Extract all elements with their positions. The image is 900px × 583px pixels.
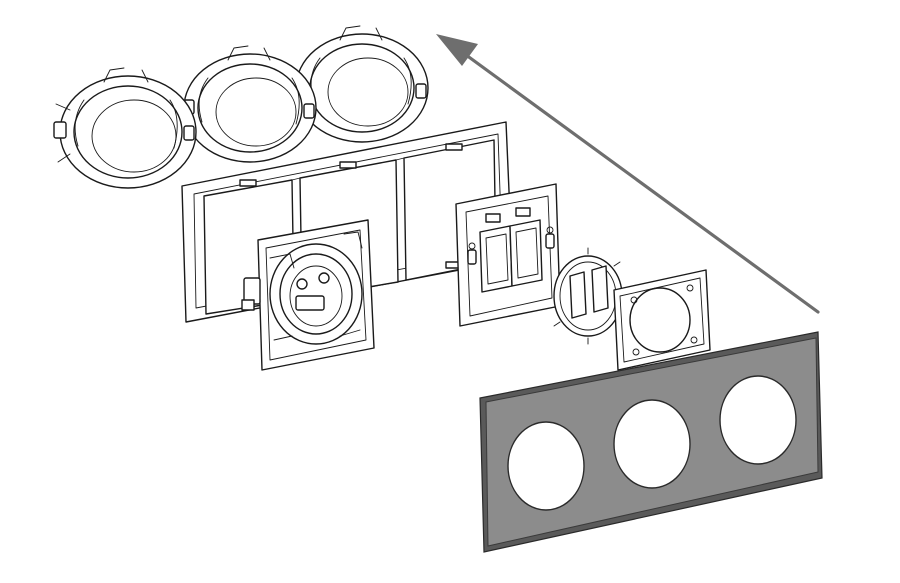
flush-mounting-box-3 <box>295 25 429 143</box>
assembly-arrow-shaft <box>460 50 820 314</box>
cover-frame-opening-1 <box>507 421 585 511</box>
triple-cover-frame <box>479 331 823 553</box>
socket-insert <box>241 219 375 371</box>
flush-mounting-box-2 <box>183 45 317 163</box>
double-switch-insert <box>455 183 561 327</box>
cover-frame-opening-3 <box>719 375 797 465</box>
socket-centre-plate <box>613 269 711 371</box>
assembly-arrow <box>436 34 820 314</box>
switch-rocker-cover <box>553 247 623 345</box>
assembly-arrow-head <box>436 34 478 66</box>
flush-mounting-box-1 <box>53 67 197 189</box>
cover-frame-opening-2 <box>613 399 691 489</box>
